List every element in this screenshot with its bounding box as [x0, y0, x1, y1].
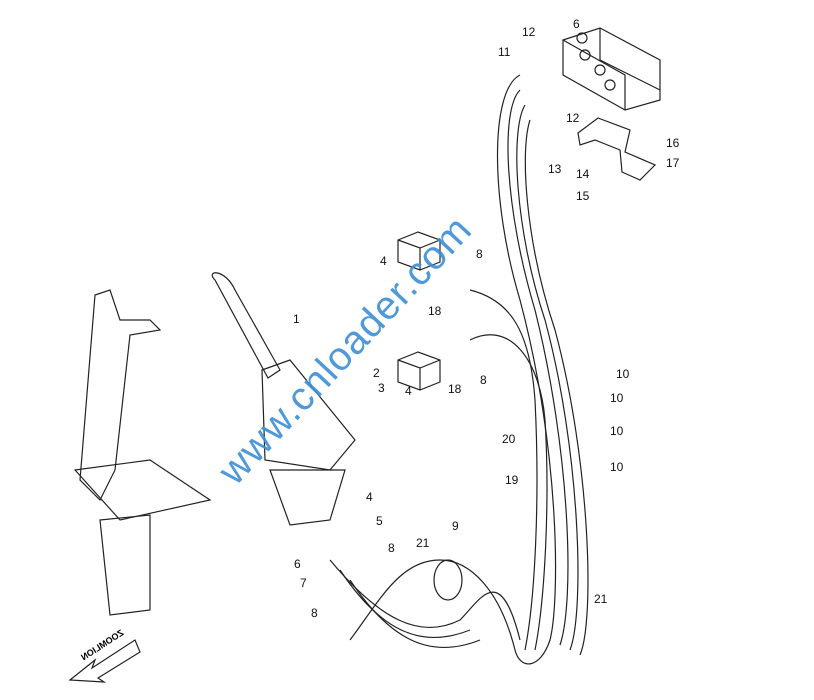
callout-18: 18	[428, 304, 442, 318]
direction-arrow	[68, 639, 141, 683]
callout-19: 19	[505, 473, 519, 487]
callout-20: 20	[502, 432, 516, 446]
callout-8: 8	[388, 541, 395, 555]
callout-15: 15	[576, 189, 590, 203]
hoses	[329, 74, 589, 665]
callout-11: 11	[498, 45, 511, 59]
callout-6: 6	[294, 557, 301, 571]
callout-17: 17	[666, 156, 680, 170]
foot-pedal	[73, 289, 212, 616]
callout-8: 8	[476, 247, 483, 261]
callout-4: 4	[380, 254, 387, 268]
callout-2: 2	[373, 366, 380, 380]
callout-10: 10	[610, 460, 624, 474]
callout-13: 13	[548, 162, 562, 176]
callout-6: 6	[573, 17, 580, 31]
callout-9: 9	[452, 519, 459, 533]
block-upper	[397, 231, 441, 271]
callout-5: 5	[376, 514, 383, 528]
callout-10: 10	[616, 367, 630, 381]
callout-18: 18	[448, 382, 462, 396]
callout-1: 1	[293, 312, 300, 326]
callout-21: 21	[416, 536, 430, 550]
callout-10: 10	[610, 424, 624, 438]
callout-16: 16	[666, 136, 680, 150]
callout-14: 14	[576, 167, 590, 181]
bracket	[577, 117, 657, 181]
block-lower	[397, 351, 441, 391]
valve-block	[562, 27, 661, 111]
callout-12: 12	[566, 111, 580, 125]
callout-3: 3	[378, 381, 385, 395]
callout-8: 8	[311, 606, 318, 620]
callout-4: 4	[366, 490, 373, 504]
callout-4: 4	[405, 384, 412, 398]
joystick	[211, 272, 356, 526]
callout-7: 7	[300, 576, 307, 590]
callout-21: 21	[594, 592, 608, 606]
callout-10: 10	[610, 391, 624, 405]
callout-12: 12	[522, 25, 536, 39]
callout-8: 8	[480, 373, 487, 387]
